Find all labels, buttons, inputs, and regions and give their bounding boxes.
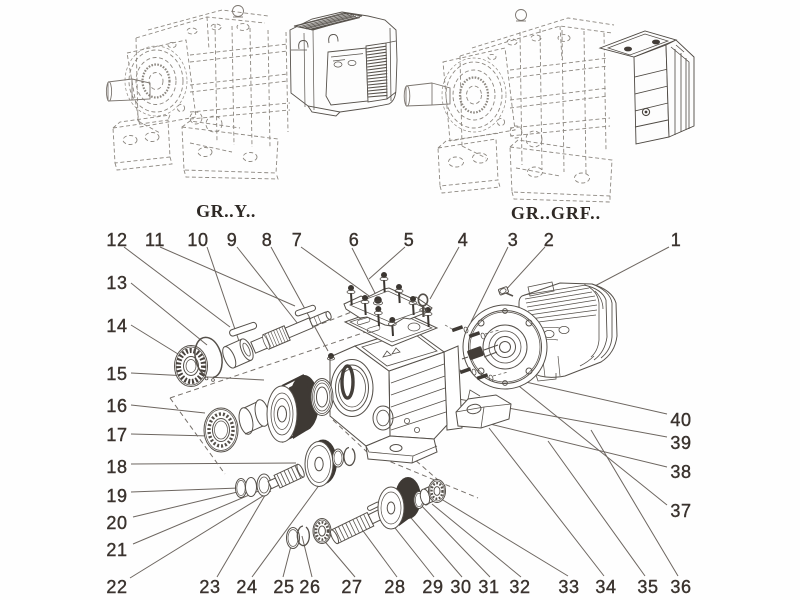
svg-text:10: 10 <box>187 230 208 250</box>
svg-text:18: 18 <box>106 457 127 477</box>
svg-text:2: 2 <box>544 230 555 250</box>
svg-text:GR..GRF..: GR..GRF.. <box>511 203 601 223</box>
svg-text:12: 12 <box>106 230 127 250</box>
svg-text:24: 24 <box>236 577 257 597</box>
svg-text:21: 21 <box>106 540 127 560</box>
svg-text:28: 28 <box>384 577 405 597</box>
svg-text:29: 29 <box>422 577 443 597</box>
svg-text:37: 37 <box>670 501 691 521</box>
svg-text:16: 16 <box>106 396 127 416</box>
svg-text:38: 38 <box>670 462 691 482</box>
svg-text:3: 3 <box>508 230 519 250</box>
svg-text:4: 4 <box>458 230 469 250</box>
svg-text:27: 27 <box>341 577 362 597</box>
svg-text:5: 5 <box>404 230 415 250</box>
svg-text:25: 25 <box>273 577 294 597</box>
svg-text:8: 8 <box>262 230 273 250</box>
svg-text:33: 33 <box>558 577 579 597</box>
svg-text:36: 36 <box>670 577 691 597</box>
svg-text:14: 14 <box>106 316 127 336</box>
svg-text:35: 35 <box>637 577 658 597</box>
svg-text:34: 34 <box>595 577 616 597</box>
svg-text:23: 23 <box>199 577 220 597</box>
svg-text:22: 22 <box>106 577 127 597</box>
svg-text:9: 9 <box>227 230 238 250</box>
svg-text:31: 31 <box>478 577 499 597</box>
svg-text:6: 6 <box>349 230 360 250</box>
svg-text:26: 26 <box>299 577 320 597</box>
svg-text:39: 39 <box>670 433 691 453</box>
svg-text:40: 40 <box>670 410 691 430</box>
svg-text:GR..Y..: GR..Y.. <box>196 201 256 221</box>
svg-text:7: 7 <box>292 230 303 250</box>
svg-text:17: 17 <box>106 425 127 445</box>
svg-text:11: 11 <box>145 230 165 250</box>
svg-text:1: 1 <box>671 230 682 250</box>
svg-text:30: 30 <box>450 577 471 597</box>
svg-text:19: 19 <box>106 486 127 506</box>
svg-text:32: 32 <box>509 577 530 597</box>
svg-text:15: 15 <box>106 364 127 384</box>
svg-text:13: 13 <box>106 273 127 293</box>
svg-text:20: 20 <box>106 513 127 533</box>
